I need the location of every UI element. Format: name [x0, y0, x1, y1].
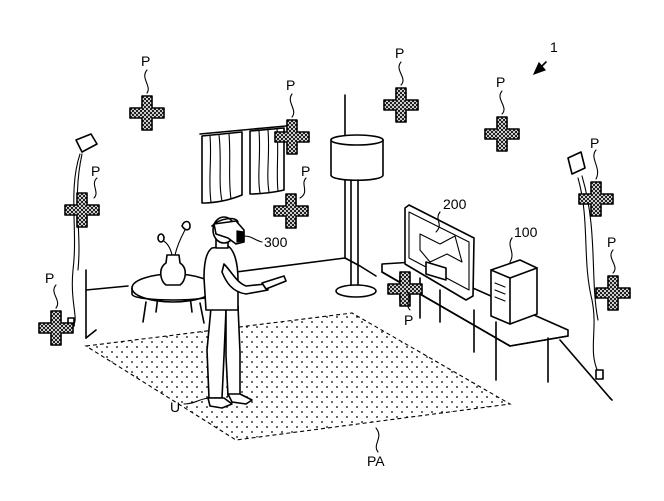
display-200	[404, 204, 475, 301]
markers	[38, 87, 631, 346]
marker-cross	[273, 193, 309, 229]
label-hmd: 300	[264, 234, 288, 250]
label-marker: P	[91, 163, 100, 179]
marker-cross	[38, 310, 74, 346]
label-display: 200	[443, 196, 467, 212]
window-curtains	[199, 125, 287, 204]
label-marker: P	[141, 53, 150, 69]
side-table-vase	[131, 220, 215, 324]
text-labels: 1 P P P P P P P P P P 300 200 100 U PA	[45, 39, 616, 469]
play-area	[84, 312, 512, 441]
marker-cross	[129, 95, 165, 131]
marker-cross	[383, 87, 419, 123]
leader-lines	[53, 61, 616, 453]
label-marker: P	[286, 77, 295, 93]
label-marker: P	[590, 135, 599, 151]
label-system: 1	[550, 39, 558, 55]
floor-lamp	[330, 134, 384, 298]
user-u	[203, 216, 287, 409]
tv-cabinet	[381, 261, 569, 383]
device-100	[490, 259, 538, 325]
label-marker: P	[395, 45, 404, 61]
label-marker: P	[404, 312, 413, 328]
label-marker: P	[45, 270, 54, 286]
label-marker: P	[496, 74, 505, 90]
label-marker: P	[607, 234, 616, 250]
marker-cross	[595, 275, 631, 311]
label-play-area: PA	[367, 453, 385, 469]
marker-cross	[484, 116, 520, 152]
label-marker: P	[301, 163, 310, 179]
label-user: U	[170, 399, 180, 415]
label-device: 100	[514, 224, 538, 240]
